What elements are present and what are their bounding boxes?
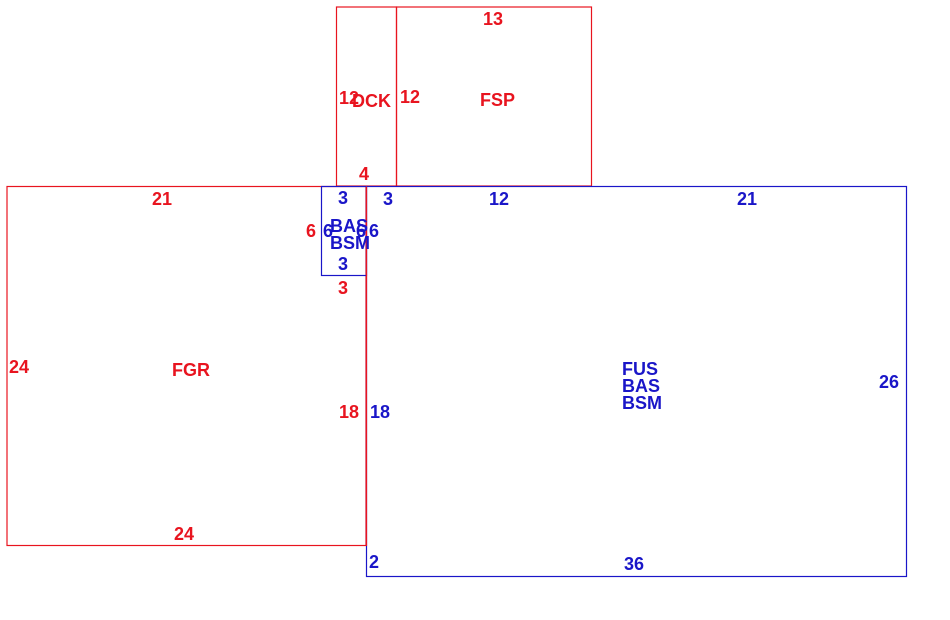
fgr-code: FGR (172, 360, 210, 380)
small-left-inner-dim: 6 (323, 221, 333, 241)
small-right-outer-dim: 6 (369, 221, 379, 241)
fsp-code: FSP (480, 90, 515, 110)
fus-code-fus: FUS (622, 359, 658, 379)
fgr-left-dim: 24 (9, 357, 29, 377)
small-right-inner-dim: 6 (356, 221, 366, 241)
fus-code-bsm: BSM (622, 393, 662, 413)
fgr-right-dim: 18 (339, 402, 359, 422)
small-code-bsm: BSM (330, 233, 370, 253)
fus-corner-dim: 2 (369, 552, 379, 572)
fgr-top-dim: 21 (152, 189, 172, 209)
fus-right-dim: 26 (879, 372, 899, 392)
fus-top-dim-a: 3 (383, 189, 393, 209)
fgr-bottom-dim: 24 (174, 524, 194, 544)
fus-bottom-dim: 36 (624, 554, 644, 574)
fus-top-dim-b: 12 (489, 189, 509, 209)
dck-bottom-dim: 4 (359, 164, 369, 184)
fus-left-dim: 18 (370, 402, 390, 422)
dck-code: DCK (352, 91, 391, 111)
small-corner-dim: 3 (338, 278, 348, 298)
small-bottom-dim: 3 (338, 254, 348, 274)
small-left-outer-dim: 6 (306, 221, 316, 241)
small-code-bas: BAS (330, 216, 368, 236)
dck-right-dim: 12 (400, 87, 420, 107)
fus-code-bas: BAS (622, 376, 660, 396)
small-top-dim: 3 (338, 188, 348, 208)
fus-top-dim-c: 21 (737, 189, 757, 209)
fsp-top-dim: 13 (483, 9, 503, 29)
dck-left-dim: 12 (339, 88, 359, 108)
